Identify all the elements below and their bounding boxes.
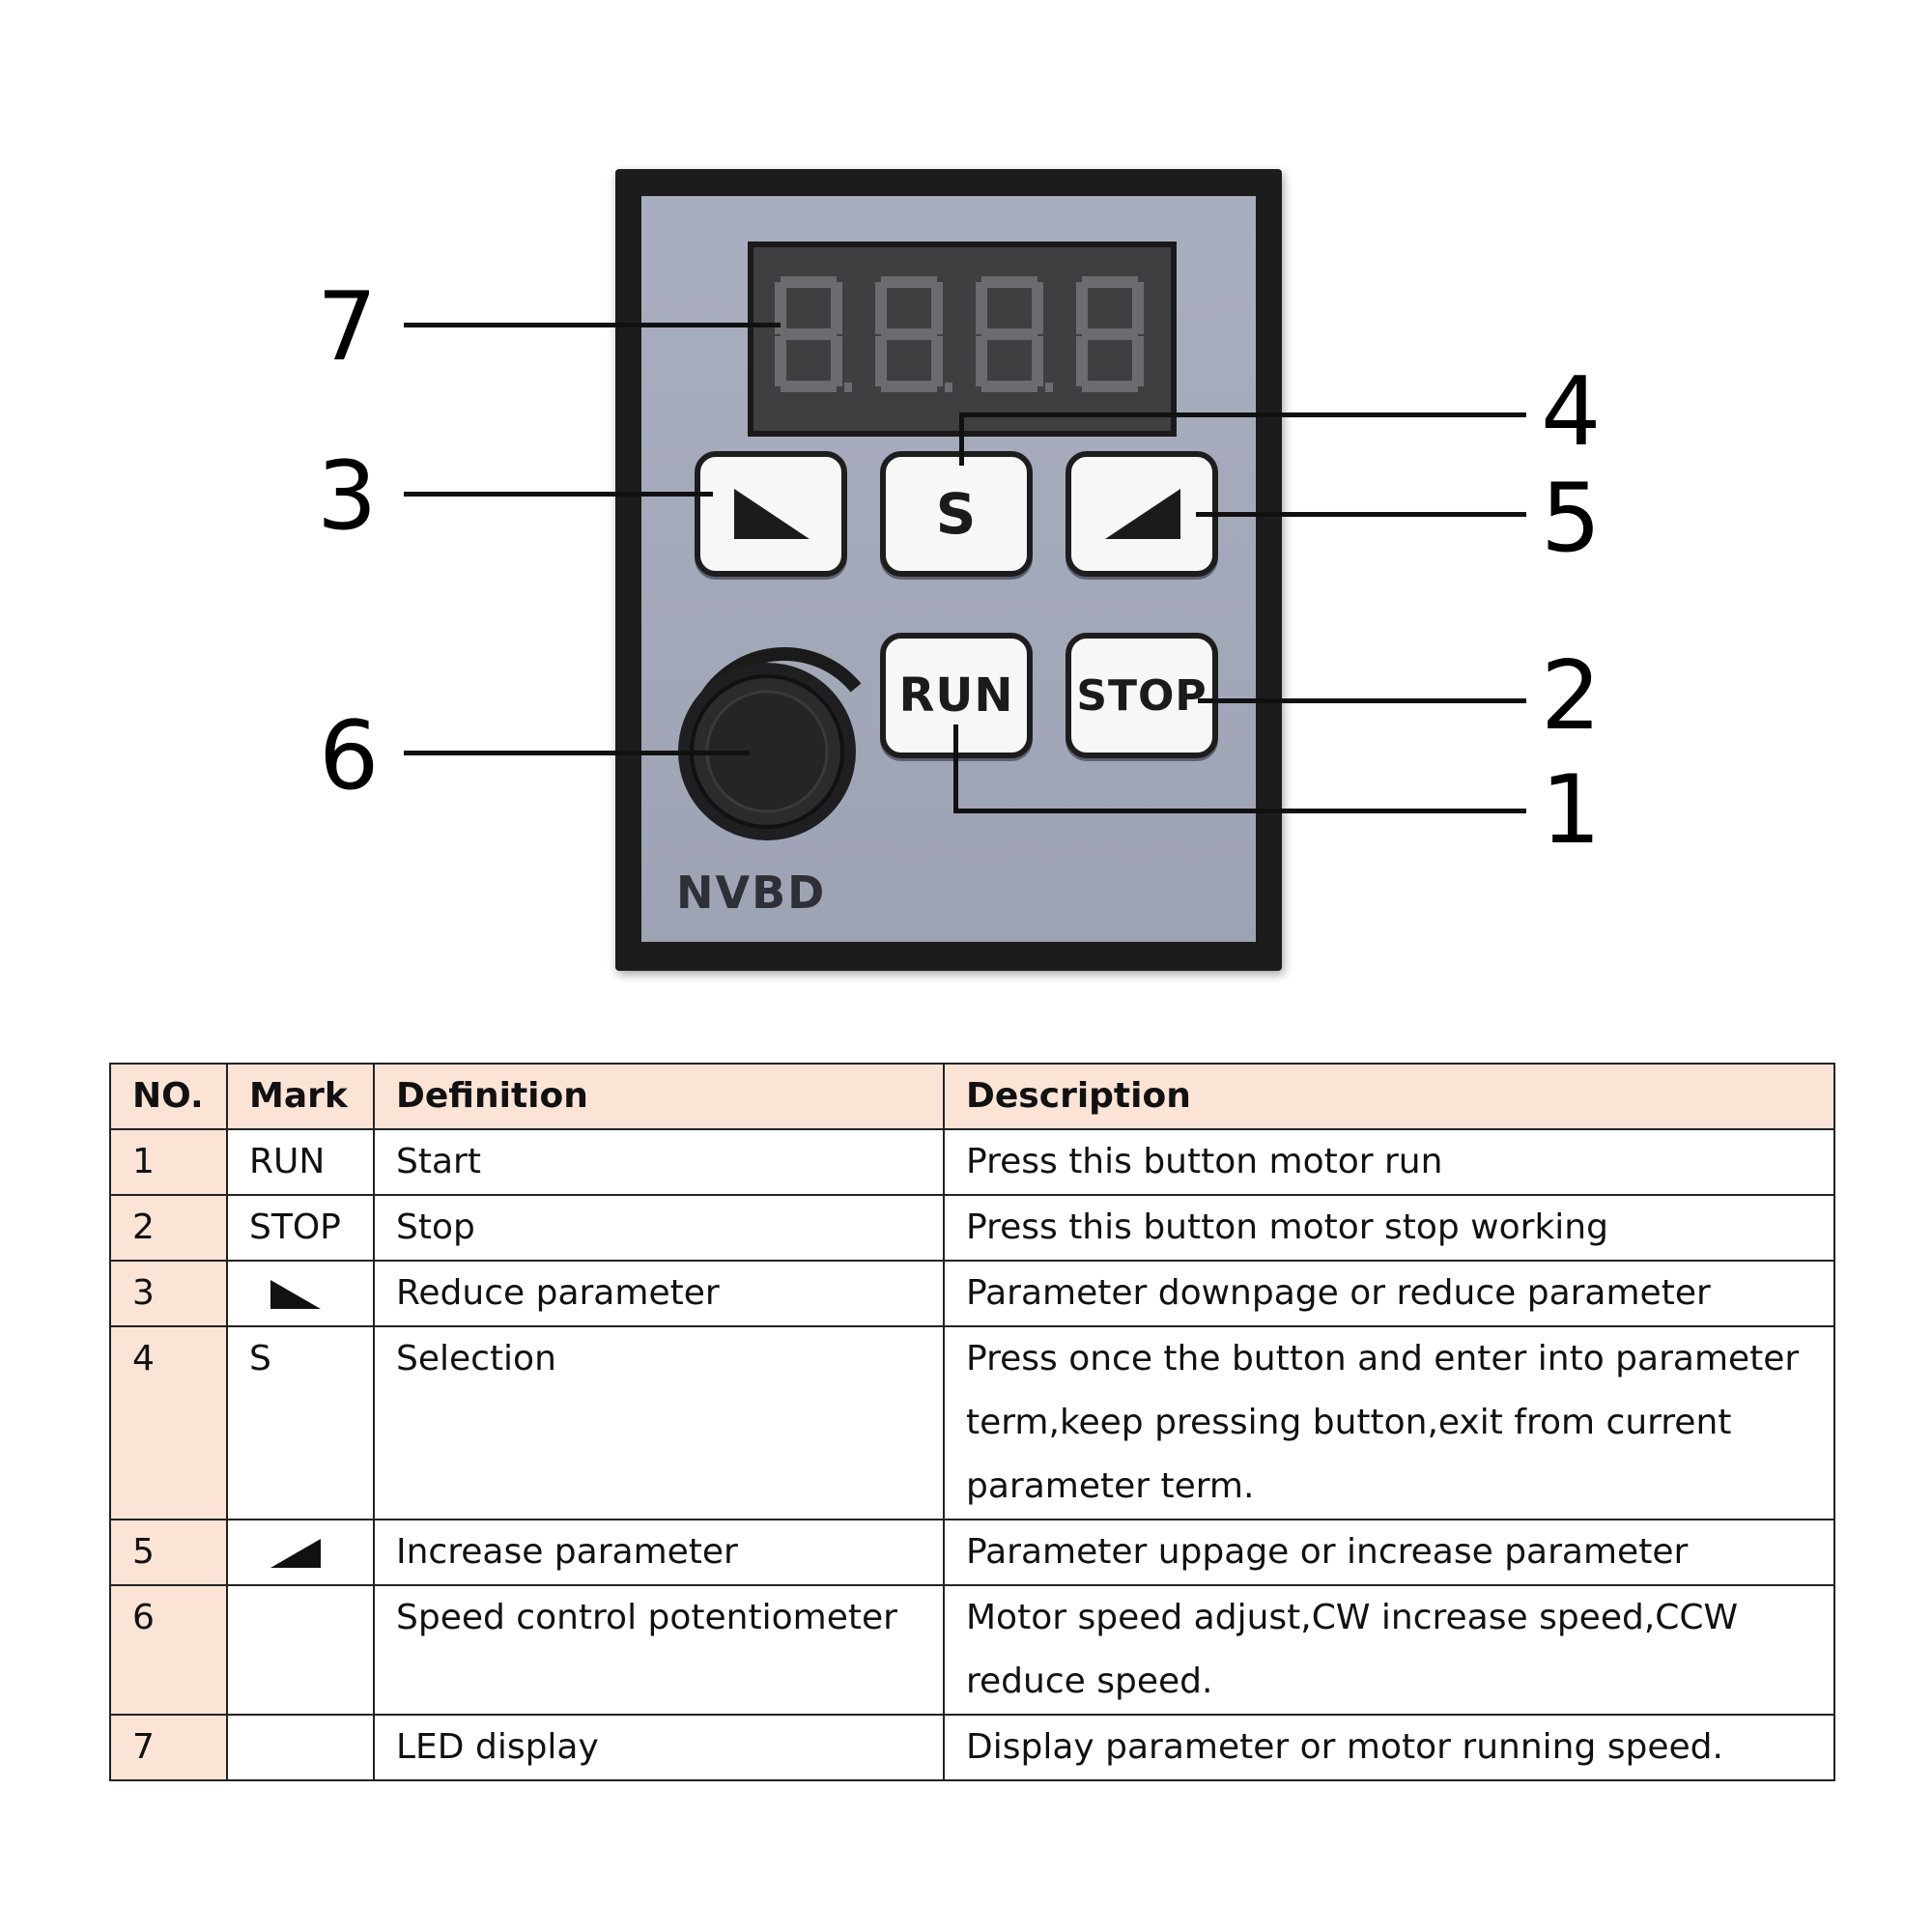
row-mark: [226, 1714, 375, 1781]
row-description: Press this button motor stop working: [943, 1194, 1835, 1262]
table-row: 7 LED display Display parameter or motor…: [109, 1714, 1835, 1781]
callout-4: 4: [1541, 357, 1602, 468]
speed-potentiometer-knob[interactable]: [667, 638, 879, 850]
led-digit-4: [1076, 276, 1144, 392]
select-button-label: S: [935, 481, 978, 547]
select-button[interactable]: S: [880, 451, 1033, 577]
row-description: Motor speed adjust,CW increase speed,CCW…: [943, 1584, 1835, 1716]
row-no: 7: [109, 1714, 228, 1781]
leader-line-6: [404, 751, 750, 755]
row-definition: Reduce parameter: [373, 1260, 945, 1327]
leader-line-5: [1196, 512, 1526, 517]
triangle-down-right-icon: [734, 489, 810, 539]
leader-line-1: [953, 809, 1526, 813]
key-function-table: NO. Mark Definition Description 1 RUN St…: [109, 1063, 1835, 1781]
table-row: 1 RUN Start Press this button motor run: [109, 1128, 1835, 1196]
callout-7: 7: [317, 272, 378, 383]
led-display: [748, 242, 1177, 437]
decrease-button[interactable]: [695, 451, 847, 577]
row-definition: Increase parameter: [373, 1519, 945, 1586]
callout-2: 2: [1541, 641, 1602, 752]
row-no: 1: [109, 1128, 228, 1196]
row-definition: Selection: [373, 1325, 945, 1520]
callout-1: 1: [1541, 755, 1602, 866]
led-digit-3: [976, 276, 1053, 392]
run-button[interactable]: RUN: [880, 633, 1033, 758]
header-no: NO.: [109, 1063, 228, 1130]
row-mark: RUN: [226, 1128, 375, 1196]
header-definition: Definition: [373, 1063, 945, 1130]
row-definition: Start: [373, 1128, 945, 1196]
row-definition: Speed control potentiometer: [373, 1584, 945, 1716]
triangle-up-right-icon: [270, 1539, 321, 1568]
header-mark: Mark: [226, 1063, 375, 1130]
table-row: 5 Increase parameter Parameter uppage or…: [109, 1519, 1835, 1586]
keypad-diagram: S RUN STOP NVBD 7 3 6 4 5 2 1: [317, 169, 1602, 971]
leader-line-3: [404, 492, 713, 497]
row-mark: [226, 1519, 375, 1586]
brand-label: NVBD: [676, 867, 827, 919]
row-no: 4: [109, 1325, 228, 1520]
leader-line-2: [1198, 698, 1526, 703]
row-description: Press this button motor run: [943, 1128, 1835, 1196]
stop-button[interactable]: STOP: [1065, 633, 1218, 758]
row-description: Press once the button and enter into par…: [943, 1325, 1835, 1520]
callout-3: 3: [317, 441, 378, 552]
table-row: 4 S Selection Press once the button and …: [109, 1325, 1835, 1520]
triangle-up-right-icon: [1105, 489, 1180, 539]
row-mark: [226, 1584, 375, 1716]
led-digit-1: [775, 276, 852, 392]
table-row: 3 Reduce parameter Parameter downpage or…: [109, 1260, 1835, 1327]
header-description: Description: [943, 1063, 1835, 1130]
row-mark: S: [226, 1325, 375, 1520]
row-no: 5: [109, 1519, 228, 1586]
row-description: Parameter downpage or reduce parameter: [943, 1260, 1835, 1327]
row-no: 2: [109, 1194, 228, 1262]
row-mark: [226, 1260, 375, 1327]
run-button-label: RUN: [898, 668, 1014, 723]
table-row: 6 Speed control potentiometer Motor spee…: [109, 1584, 1835, 1716]
row-no: 3: [109, 1260, 228, 1327]
led-digit-2: [875, 276, 952, 392]
table-header-row: NO. Mark Definition Description: [109, 1063, 1835, 1130]
callout-5: 5: [1541, 464, 1602, 574]
leader-line-4-drop: [959, 412, 964, 466]
row-definition: Stop: [373, 1194, 945, 1262]
leader-line-4: [959, 412, 1526, 417]
row-description: Parameter uppage or increase parameter: [943, 1519, 1835, 1586]
stop-button-label: STOP: [1076, 670, 1208, 721]
row-no: 6: [109, 1584, 228, 1716]
row-mark: STOP: [226, 1194, 375, 1262]
leader-line-7: [404, 323, 781, 327]
leader-line-1-drop: [953, 724, 958, 813]
row-definition: LED display: [373, 1714, 945, 1781]
callout-6: 6: [319, 701, 380, 811]
row-description: Display parameter or motor running speed…: [943, 1714, 1835, 1781]
table-row: 2 STOP Stop Press this button motor stop…: [109, 1194, 1835, 1262]
triangle-down-right-icon: [270, 1280, 321, 1309]
